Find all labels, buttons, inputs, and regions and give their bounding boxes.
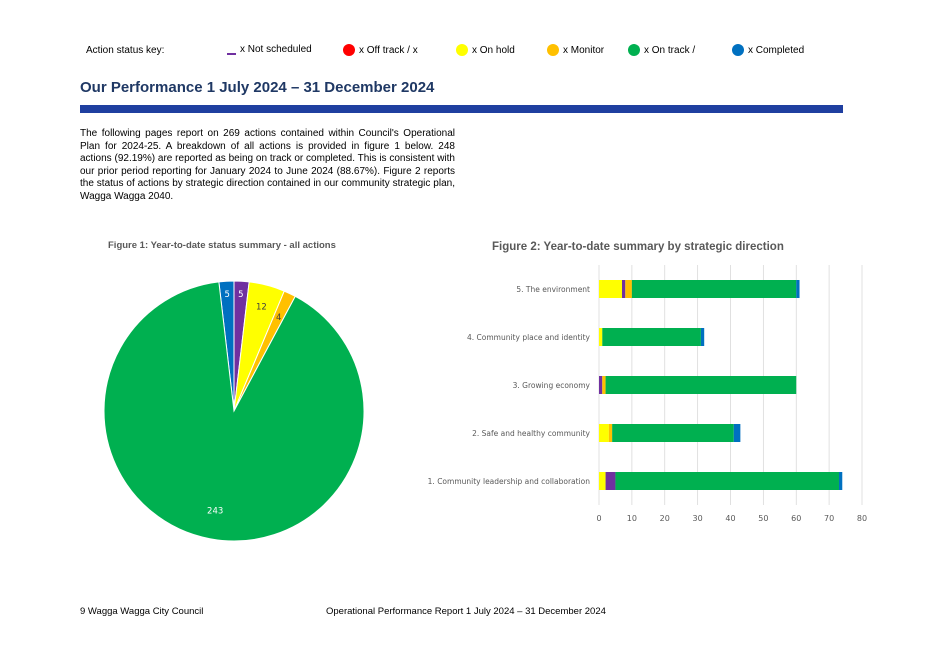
bar-segment	[796, 280, 800, 298]
category-label: 2. Safe and healthy community	[472, 429, 590, 438]
page-title: Our Performance 1 July 2024 – 31 Decembe…	[80, 79, 435, 96]
x-tick-label: 40	[725, 514, 735, 523]
circle-icon	[732, 44, 744, 56]
pie-slice	[103, 281, 365, 542]
bar-segment	[605, 472, 616, 490]
circle-icon	[547, 44, 559, 56]
key-not-scheduled: x Not scheduled	[227, 44, 312, 55]
bar-segment	[599, 328, 603, 346]
x-tick-label: 60	[791, 514, 801, 523]
circle-icon	[628, 44, 640, 56]
x-tick-label: 30	[693, 514, 703, 523]
category-label: 4. Community place and identity	[467, 333, 591, 342]
pie-slice-label: 243	[207, 507, 223, 517]
figure1-title: Figure 1: Year-to-date status summary - …	[108, 240, 336, 251]
bar-segment	[599, 280, 623, 298]
bar-segment	[599, 376, 603, 394]
bar-segment	[599, 424, 609, 442]
x-tick-label: 10	[627, 514, 637, 523]
key-off-track: x Off track / x	[343, 44, 418, 56]
circle-icon	[343, 44, 355, 56]
intro-paragraph: The following pages report on 269 action…	[80, 128, 455, 202]
bar-chart: 0 10 20 30 40 50 60 70 80 5. The environment 4. Co…	[428, 265, 867, 523]
circle-icon	[456, 44, 468, 56]
x-tick-label: 0	[596, 514, 601, 523]
title-rule	[80, 105, 843, 113]
category-label: 1. Community leadership and collaboratio…	[428, 477, 591, 486]
key-item-label: x Monitor	[563, 44, 605, 56]
x-tick-label: 50	[758, 514, 768, 523]
bar-segment	[605, 376, 797, 394]
x-tick-label: 20	[660, 514, 670, 523]
bar-segment	[615, 472, 839, 490]
figure2-title: Figure 2: Year-to-date summary by strate…	[492, 241, 784, 253]
pie-slice-label: 4	[276, 313, 281, 323]
pie-slice-label: 5	[238, 290, 243, 300]
key-on-hold: x On hold	[456, 44, 515, 56]
pie-slice-label: 5	[224, 290, 229, 300]
bar-segment	[608, 424, 613, 442]
dash-icon	[227, 52, 236, 55]
key-item-label: x Completed	[748, 44, 805, 56]
key-item-label: x Not scheduled	[240, 44, 312, 55]
key-label: Action status key:	[86, 45, 165, 56]
footer-page-number: 9 Wagga Wagga City Council	[80, 606, 204, 617]
bar-segment	[700, 328, 705, 346]
bar-segment	[602, 376, 606, 394]
category-label: 3. Growing economy	[513, 381, 591, 390]
pie-slice-label: 12	[256, 303, 267, 313]
bar-segment	[625, 280, 632, 298]
bar-segment	[622, 280, 626, 298]
bar-segment	[602, 328, 701, 346]
key-completed: x Completed	[732, 44, 804, 56]
bar-segment	[599, 472, 606, 490]
bar-segment	[631, 280, 797, 298]
x-tick-label: 70	[824, 514, 834, 523]
key-item-label: x Off track / x	[359, 44, 418, 56]
bar-segment	[838, 472, 843, 490]
bar-segment	[612, 424, 734, 442]
key-item-label: x On track /	[644, 44, 696, 56]
key-monitor: x Monitor	[547, 44, 604, 56]
footer-report-title: Operational Performance Report 1 July 20…	[326, 606, 606, 617]
bar-segment	[733, 424, 741, 442]
key-item-label: x On hold	[472, 44, 515, 56]
key-on-track: x On track /	[628, 44, 695, 56]
category-label: 5. The environment	[516, 285, 590, 294]
x-tick-label: 80	[857, 514, 867, 523]
